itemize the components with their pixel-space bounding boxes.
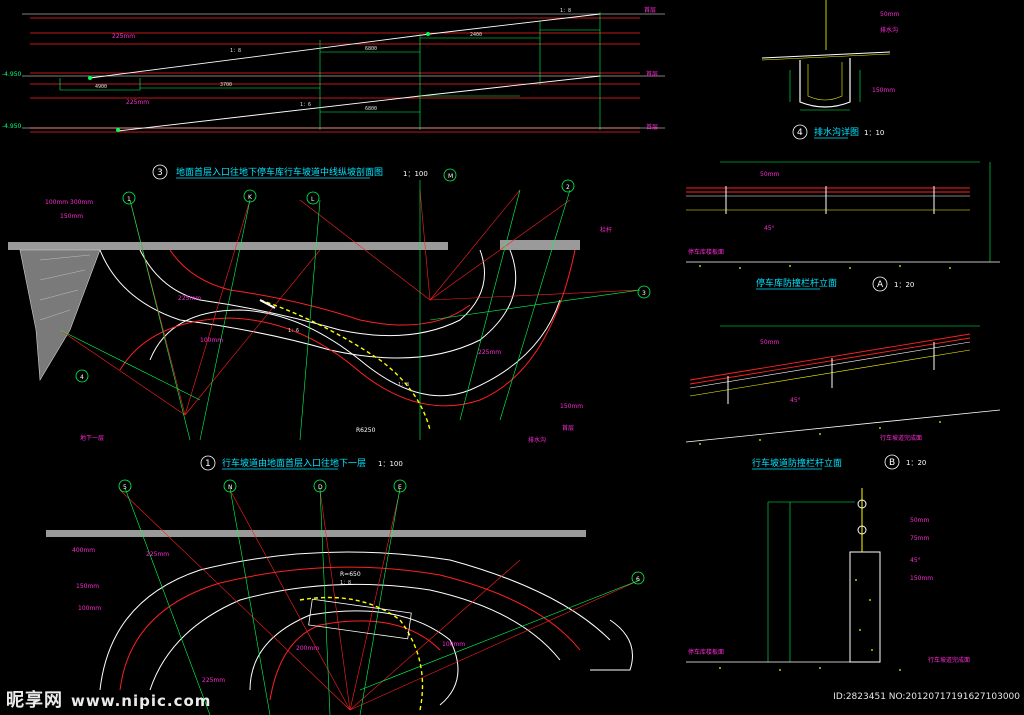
- d3-dim-6800: 6800: [365, 46, 377, 52]
- d3-slope-b: 1：6: [300, 102, 311, 108]
- d1-grid-a: 1: [127, 196, 131, 203]
- d1-grid-d: M: [448, 173, 453, 180]
- dws-note-45: 45°: [910, 557, 921, 564]
- dA-caption: 停车库防撞栏杆立面 A 1：20: [756, 276, 914, 292]
- d2-grid-e: 6: [636, 576, 640, 583]
- d3-label-225: 225mm: [112, 33, 135, 40]
- d2-grid-c: D: [318, 484, 323, 491]
- d3-elev-right: 首层: [644, 6, 656, 14]
- dws-note-ramp: 行车坡道完成面: [928, 656, 970, 664]
- watermark-id: ID:2823451 NO:20120717191627103000: [833, 692, 1020, 702]
- d4-caption-title: 排水沟详图: [814, 126, 859, 138]
- d2-note-200: 200mm: [296, 645, 319, 652]
- d1-note-300: 300mm: [70, 199, 93, 206]
- d3-dim-3700: 3700: [220, 82, 232, 88]
- dA-caption-number: A: [877, 280, 884, 290]
- dB-note-50: 50mm: [760, 339, 779, 346]
- dA-note-45: 45°: [764, 225, 775, 232]
- d3-dim-2400: 2400: [470, 32, 482, 38]
- d1-slope: 1：6: [288, 328, 299, 334]
- d2-note-400: 400mm: [72, 547, 95, 554]
- d1-grid-e: 2: [566, 184, 570, 191]
- d2-slope: 1：8: [340, 580, 351, 586]
- d1-grid-g: 4: [80, 374, 84, 381]
- dws-note-75: 75mm: [910, 535, 929, 542]
- d3-slope-c: 1：8: [560, 8, 571, 14]
- dB-note-45: 45°: [790, 397, 801, 404]
- d1-grid-b: K: [248, 194, 253, 201]
- dA-caption-title: 停车库防撞栏杆立面: [756, 277, 837, 289]
- d1-drain: 排水沟: [528, 436, 546, 444]
- d1-rail: 栏杆: [600, 226, 612, 234]
- d3-elev-left2: -4.950: [2, 123, 22, 130]
- dA-floor: 停车库楼板面: [688, 248, 724, 256]
- d3-elev-right3: 首层: [646, 123, 658, 131]
- d1-level: 地下一层: [80, 434, 104, 442]
- d1-caption-title: 行车坡道由地面首层入口往地下一层: [222, 457, 366, 469]
- d2-note-100b: 100mm: [442, 641, 465, 648]
- d1-caption: 1 行车坡道由地面首层入口往地下一层 1：100: [200, 455, 403, 471]
- drawing-wall-section: 50mm 75mm 45° 150mm 行车坡道完成面 停车库楼板面: [686, 488, 970, 671]
- watermark-logo-text: 昵享网: [6, 690, 63, 711]
- d1-grid-c: L: [311, 196, 315, 203]
- d1-slope-b: 1：8: [398, 382, 409, 388]
- d1-caption-number: 1: [205, 459, 211, 469]
- d2-grid-a: 5: [123, 484, 127, 491]
- dA-note-50: 50mm: [760, 171, 779, 178]
- dB-floor: 行车坡道完成面: [880, 434, 922, 442]
- drawing-1-plan: 1 K L M 2 3 4 100mm 300mm 150mm 225mm 10…: [8, 168, 651, 471]
- d3-elev-left: -4.950: [2, 71, 22, 78]
- d1-note-225b: 225mm: [478, 349, 501, 356]
- d1-ground: 首层: [562, 424, 574, 432]
- d2-note-225: 225mm: [202, 677, 225, 684]
- d4-caption-number: 4: [797, 128, 803, 138]
- d3-caption-title: 地面首层入口往地下停车库行车坡道中线纵坡剖面图: [176, 166, 383, 178]
- watermark-logo: 昵享网 www.nipic.com: [6, 686, 211, 712]
- dB-caption-scale: 1：20: [906, 459, 926, 467]
- d3-slope-a: 1：8: [230, 48, 241, 54]
- d1-caption-scale: 1：100: [378, 460, 403, 468]
- drawing-2-plan: 5 N D E 6 400mm 225mm 150mm 100mm 200mm …: [46, 479, 645, 715]
- d3-label-225b: 225mm: [126, 99, 149, 106]
- drawing-b-rail-elevation: 50mm 45° 行车坡道完成面 行车坡道防撞栏杆立面 B 1：20: [685, 325, 1001, 470]
- d3-dim-6800b: 6800: [365, 106, 377, 112]
- dws-note-floor: 停车库楼板面: [688, 648, 724, 656]
- dB-caption-number: B: [889, 458, 895, 468]
- d2-r650: R=650: [340, 571, 361, 578]
- d3-dim-4900: 4900: [95, 84, 107, 90]
- dA-caption-scale: 1：20: [894, 281, 914, 289]
- d4-caption: 4 排水沟详图 1：10: [792, 124, 884, 140]
- d2-note-100: 100mm: [78, 605, 101, 612]
- d4-caption-scale: 1：10: [864, 129, 884, 137]
- d3-caption: 3 地面首层入口往地下停车库行车坡道中线纵坡剖面图: [152, 164, 383, 180]
- d1-note-225: 225mm: [178, 295, 201, 302]
- d2-grid-b: N: [228, 484, 233, 491]
- drawing-a-rail-elevation: 50mm 45° 停车库楼板面 停车库防撞栏杆立面 A 1：20: [686, 161, 1000, 292]
- d1-grid-f: 3: [642, 290, 646, 297]
- d2-note-350: 225mm: [146, 551, 169, 558]
- d3-caption-number: 3: [157, 168, 163, 178]
- d1-r6250: R6250: [356, 427, 376, 434]
- d4-note-50: 50mm: [880, 11, 899, 18]
- d1-scale-top: 1：100: [403, 170, 428, 178]
- dws-note-50: 50mm: [910, 517, 929, 524]
- d2-note-34: 150mm: [76, 583, 99, 590]
- drawing-4-drain-detail: 50mm 排水沟 150mm 4 排水沟详图 1：10: [761, 0, 899, 140]
- dB-caption: 行车坡道防撞栏杆立面 B 1：20: [752, 454, 926, 470]
- d1-note-100b: 100mm: [200, 337, 223, 344]
- dws-note-150: 150mm: [910, 575, 933, 582]
- d4-note-drain: 排水沟: [880, 26, 898, 34]
- d1-note-150: 150mm: [60, 213, 83, 220]
- d2-grid-d: E: [398, 484, 402, 491]
- drawing-3-section: 225mm 225mm 1：8 1：6 1：8 4900 3700 6800 2…: [2, 6, 665, 180]
- watermark-site: www.nipic.com: [71, 692, 212, 710]
- d1-note-100: 100mm: [45, 199, 68, 206]
- dB-caption-title: 行车坡道防撞栏杆立面: [752, 457, 842, 469]
- d3-elev-right2: 首层: [646, 70, 658, 78]
- d4-note-150: 150mm: [872, 87, 895, 94]
- d1-note-150b: 150mm: [560, 403, 583, 410]
